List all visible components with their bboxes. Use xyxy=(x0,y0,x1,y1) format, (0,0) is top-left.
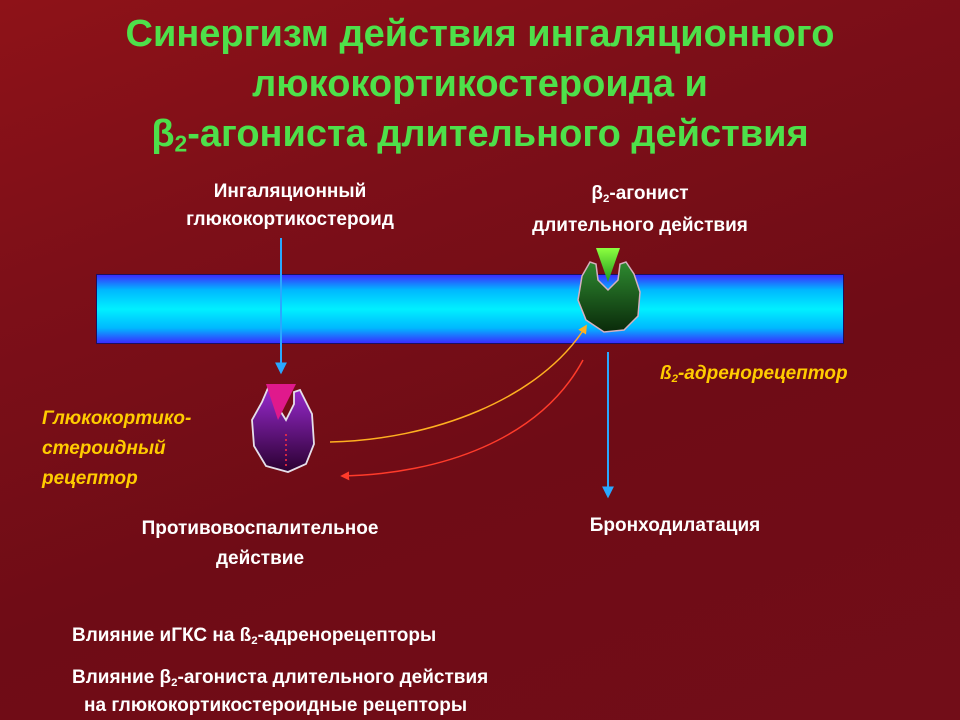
note2-rest: -агониста длительного действия xyxy=(177,667,489,688)
title-beta-sub: 2 xyxy=(174,130,188,157)
anti-inflammatory-line1: Противовоспалительное xyxy=(141,518,379,539)
laba-ligand-icon xyxy=(596,248,620,282)
note2-line2: на глюкокортикостероидные рецепторы xyxy=(84,695,468,716)
adrenoreceptor-rest: -адренорецептор xyxy=(677,363,848,384)
title-rest: -агониста длительного действия xyxy=(187,113,809,155)
adrenoreceptor-beta: ß xyxy=(660,363,672,384)
beta2-receptor-icon xyxy=(577,261,641,333)
adrenoreceptor-beta-sub: 2 xyxy=(671,372,678,385)
laba-label-line1: β2-агонист xyxy=(495,180,785,208)
cell-membrane xyxy=(96,274,844,344)
title-line-2: люкокортикостероида и xyxy=(252,63,708,105)
gcr-label-line1: Глюкокортико- xyxy=(42,408,192,429)
note2-prefix: Влияние β xyxy=(72,667,172,688)
laba-label-line2: длительного действия xyxy=(532,215,748,236)
laba-rest: -агонист xyxy=(609,183,689,204)
gcr-label-line3: рецептор xyxy=(42,468,138,489)
laba-beta: β xyxy=(591,183,604,204)
igcs-label-line2: глюкокортикостероид xyxy=(186,209,394,230)
igcs-label: Ингаляционный глюкокортикостероид xyxy=(150,178,430,234)
igcs-label-line1: Ингаляционный xyxy=(213,181,367,202)
laba-to-gcr-arrow xyxy=(340,359,584,481)
note1-rest: -адренорецепторы xyxy=(257,625,437,646)
laba-label: β2-агонист длительного действия xyxy=(495,180,785,240)
title-line-3: β2-агониста длительного действия xyxy=(0,112,960,156)
igcs-ligand-icon xyxy=(266,384,296,420)
glucocorticoid-receptor-label: Глюкокортико- стероидный рецептор xyxy=(42,404,262,494)
igcs-to-beta2-arrow xyxy=(329,324,587,443)
note2-sub: 2 xyxy=(171,676,178,689)
anti-inflammatory-line2: действие xyxy=(215,548,305,569)
note1-prefix: Влияние иГКС на ß xyxy=(72,625,252,646)
anti-inflammatory-label: Противовоспалительное действие xyxy=(100,514,420,574)
bronchodilation-label: Бронходилатация xyxy=(589,515,761,536)
note-laba-effect: Влияние β2-агониста длительного действия… xyxy=(72,664,692,720)
note1-sub: 2 xyxy=(251,634,258,647)
title-line-1: Синергизм действия ингаляционного xyxy=(125,13,835,55)
note-igcs-effect: Влияние иГКС на ß2-адренорецепторы xyxy=(72,622,672,650)
laba-beta-sub: 2 xyxy=(603,192,610,205)
note2-line1: Влияние β2-агониста длительного действия xyxy=(72,664,692,692)
beta2-adrenoreceptor-label: ß2-адренорецептор xyxy=(660,360,920,388)
gcr-label-line2: стероидный xyxy=(42,438,166,459)
title-beta: β xyxy=(151,113,175,155)
